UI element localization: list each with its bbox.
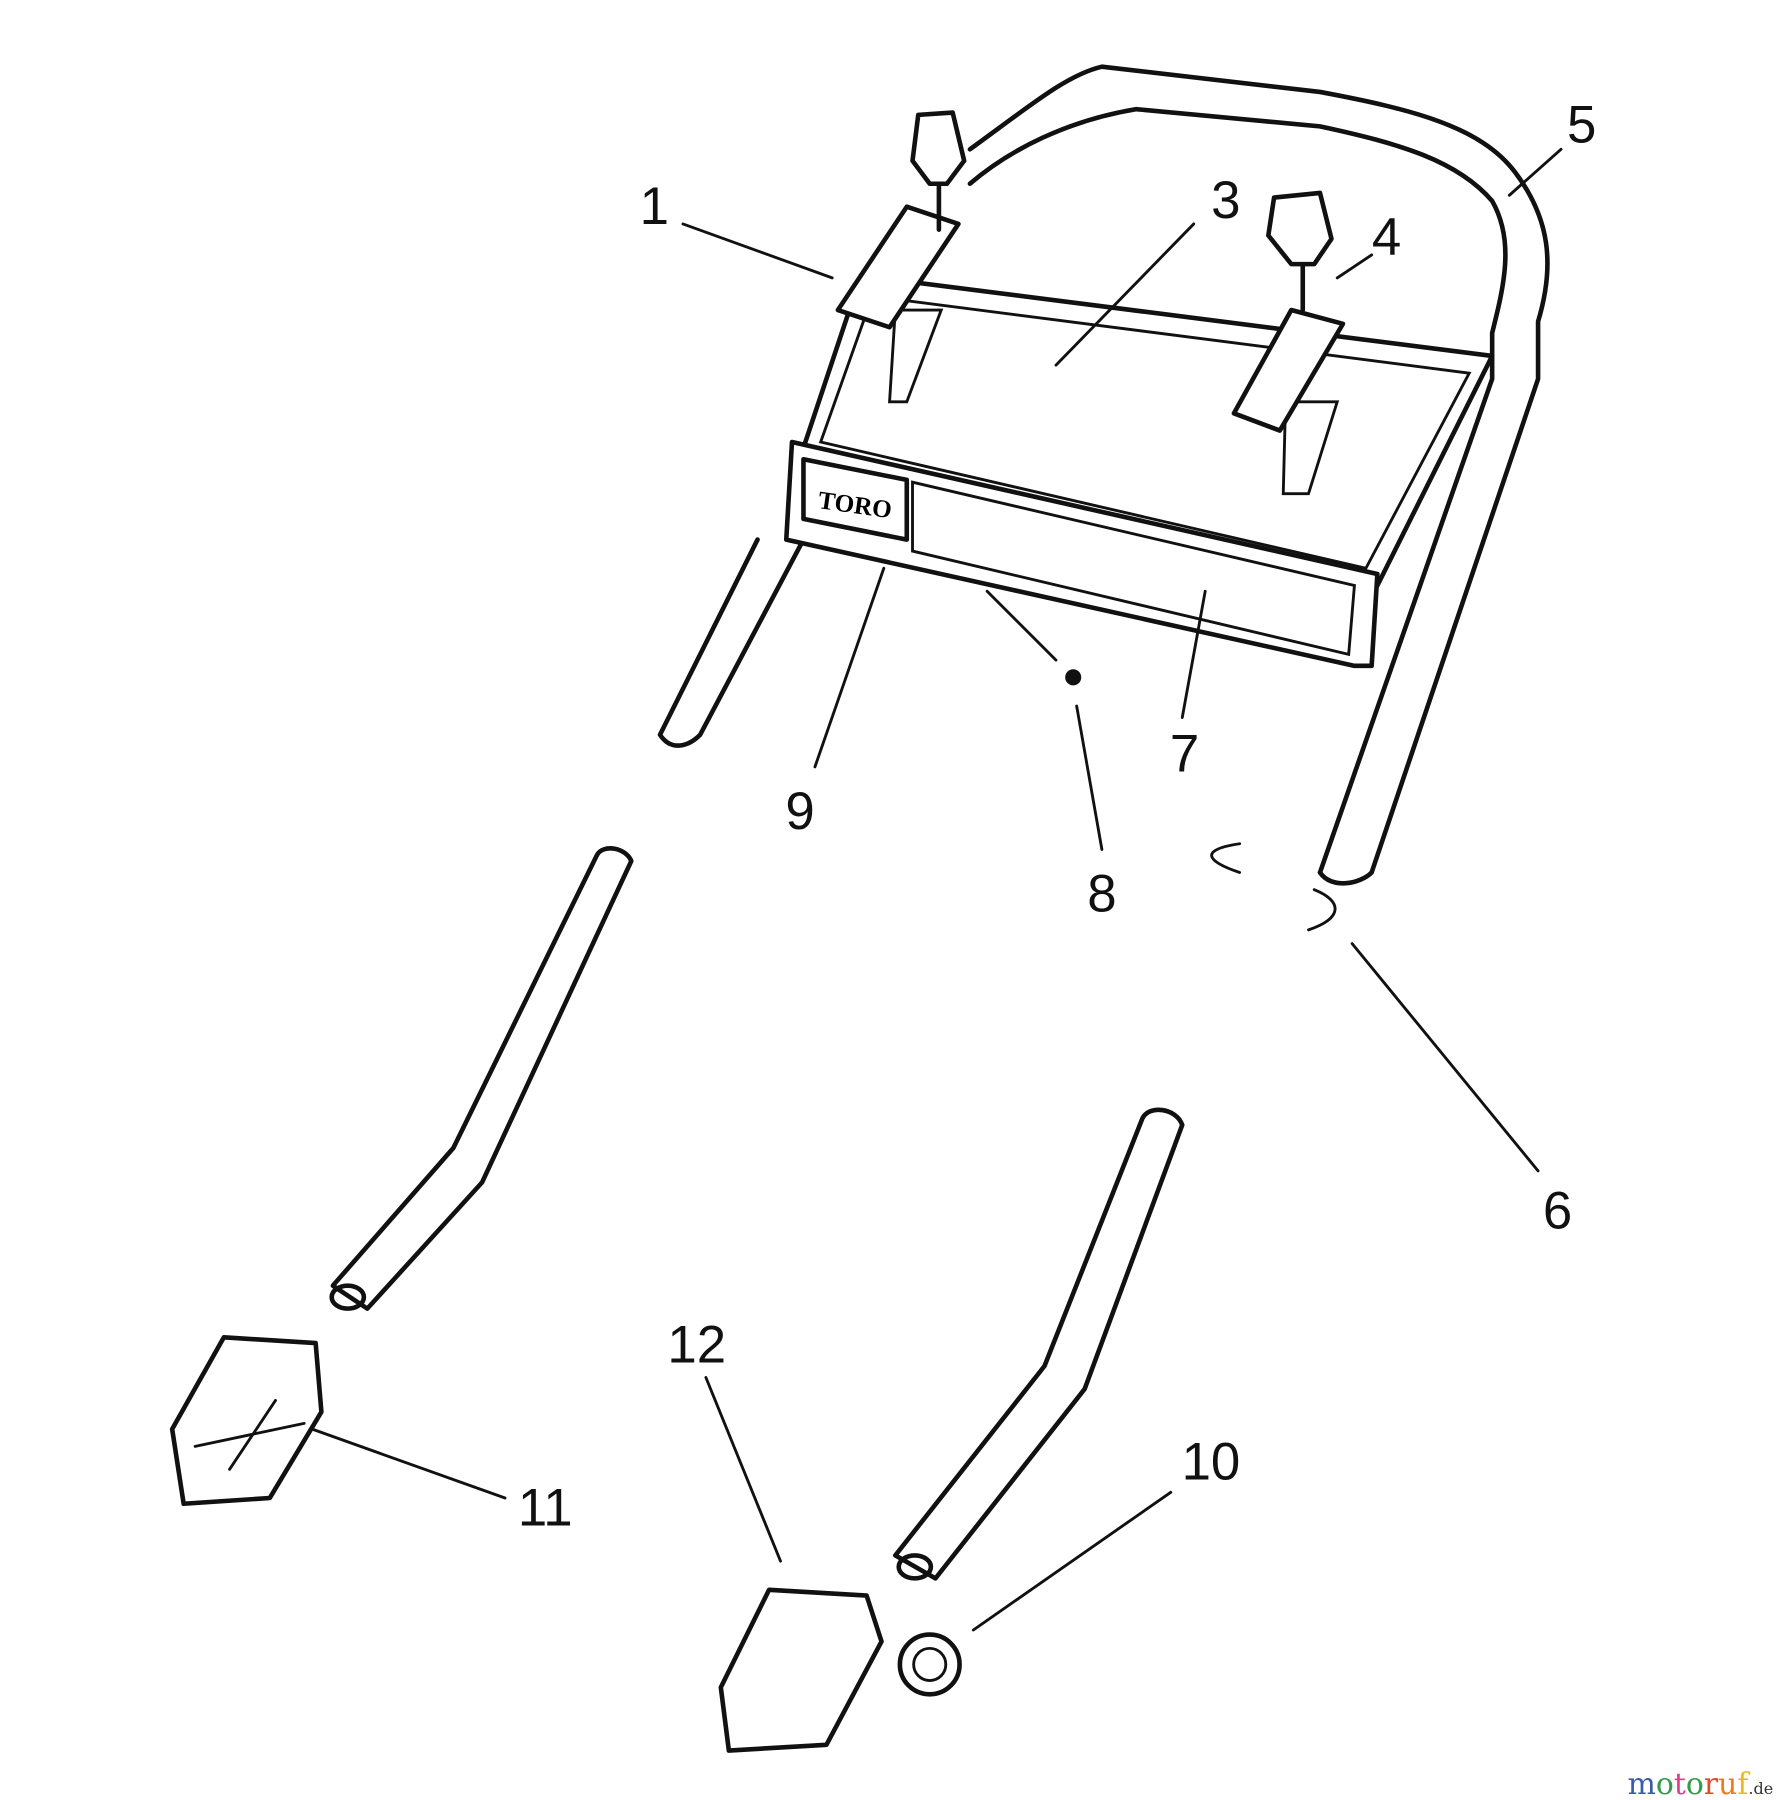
- watermark-motoruf: motoruf.de: [1628, 1767, 1774, 1800]
- lever-4: [1231, 307, 1346, 433]
- callout-8: 8: [1087, 864, 1116, 923]
- callout-4: 4: [1372, 208, 1401, 267]
- watermark-letter: r: [1704, 1767, 1719, 1800]
- toro-logo-box: [801, 456, 910, 542]
- lower-left-tube: [330, 846, 634, 1311]
- hairpin-clip-6: [1210, 842, 1337, 932]
- lower-right-tube: [893, 1107, 1185, 1581]
- watermark-letter: m: [1628, 1767, 1656, 1800]
- upper-handle: [967, 64, 1550, 875]
- leader-lines: [310, 147, 1563, 1632]
- panel-front-decal-7: [783, 439, 1380, 669]
- watermark-letter: o: [1656, 1767, 1674, 1800]
- callout-9: 9: [785, 782, 814, 841]
- watermark-letter: t: [1674, 1767, 1686, 1800]
- callout-10: 10: [1182, 1433, 1241, 1492]
- upper-left-tube: [657, 537, 806, 748]
- callout-1: 1: [640, 177, 669, 236]
- callout-12: 12: [667, 1316, 726, 1375]
- callout-11: 11: [518, 1479, 573, 1538]
- watermark-letter: o: [1686, 1767, 1704, 1800]
- callout-5: 5: [1567, 95, 1596, 154]
- throttle-lever-1: [835, 204, 961, 330]
- watermark-letter: u: [1718, 1767, 1737, 1800]
- bracket-12: [718, 1587, 884, 1753]
- watermark-suffix: .de: [1748, 1779, 1773, 1798]
- knob-10: [897, 1632, 962, 1697]
- watermark-letter: f: [1737, 1767, 1750, 1800]
- callout-6: 6: [1543, 1181, 1572, 1240]
- bracket-11: [169, 1335, 324, 1507]
- bolt-8: [1065, 669, 1082, 686]
- callout-7: 7: [1170, 724, 1199, 783]
- callout-3: 3: [1211, 171, 1240, 230]
